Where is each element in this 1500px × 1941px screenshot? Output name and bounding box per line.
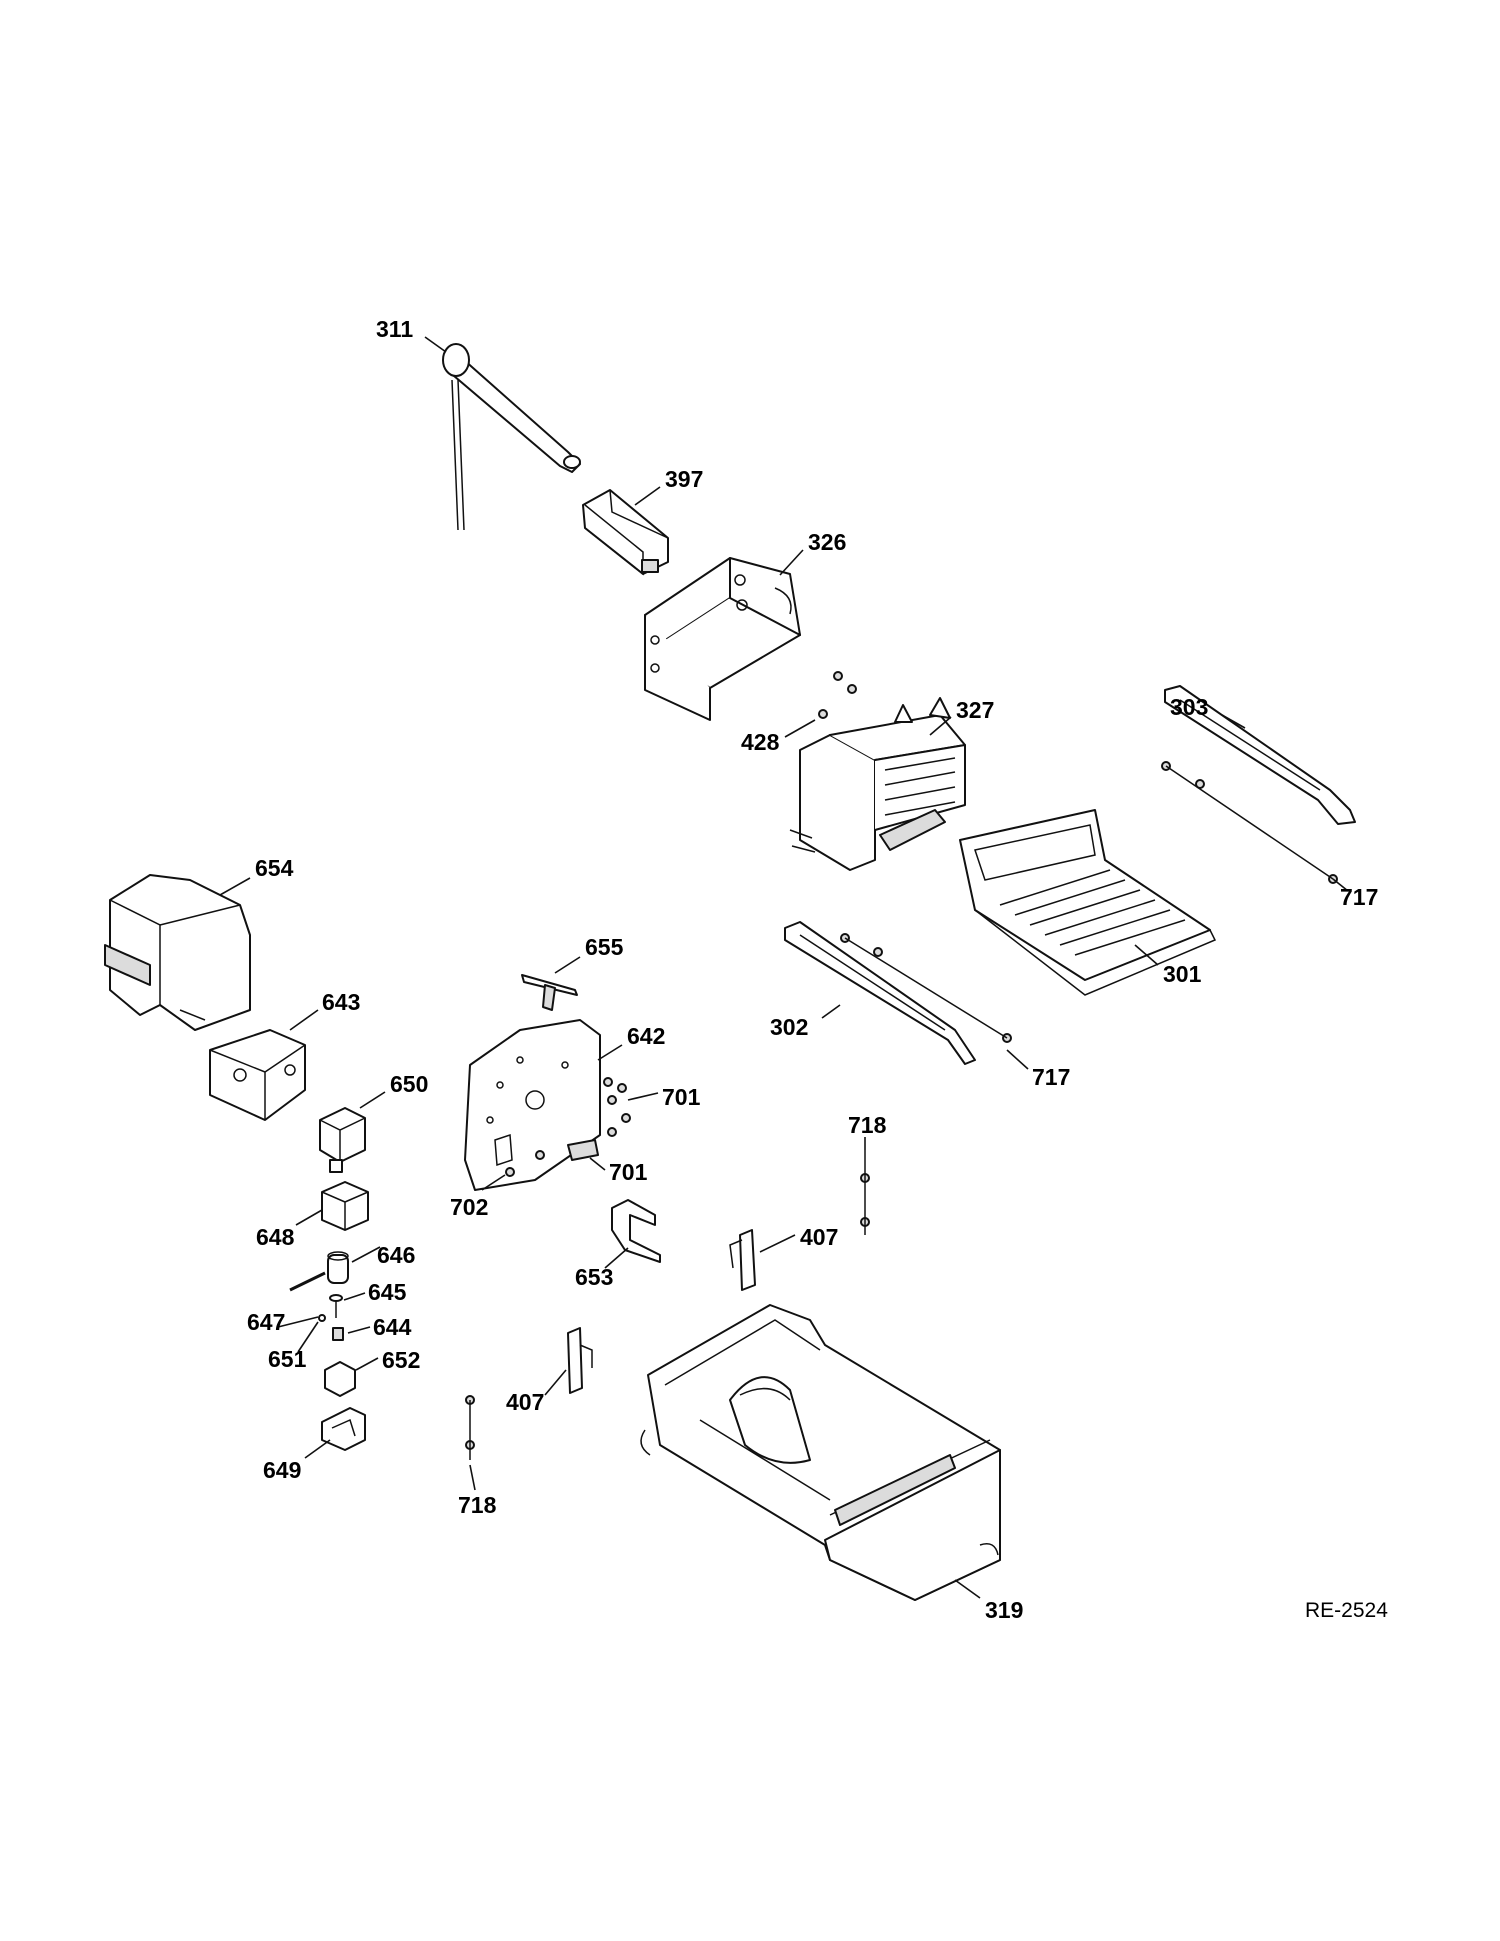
callout-644: 644 bbox=[373, 1314, 412, 1340]
callout-407-upper: 407 bbox=[800, 1224, 838, 1250]
part-326-bracket bbox=[644, 557, 801, 721]
callout-labels: 311 397 326 327 428 303 717 301 654 655 … bbox=[247, 316, 1378, 1623]
callout-642: 642 bbox=[627, 1023, 665, 1049]
part-302-left-rail bbox=[784, 921, 976, 1065]
part-645-shaft bbox=[329, 1294, 343, 1318]
callout-648: 648 bbox=[256, 1224, 295, 1250]
callout-319: 319 bbox=[985, 1597, 1023, 1623]
part-649-bracket bbox=[321, 1407, 366, 1451]
part-642-mounting-plate bbox=[464, 1019, 601, 1191]
callout-407-lower: 407 bbox=[506, 1389, 544, 1415]
part-644-spring bbox=[332, 1327, 344, 1341]
part-648-block bbox=[321, 1181, 369, 1231]
part-397-tube-holder bbox=[582, 489, 669, 576]
part-407-bracket-lower bbox=[567, 1327, 593, 1394]
reference-code: RE-2524 bbox=[1305, 1599, 1388, 1622]
callout-647: 647 bbox=[247, 1309, 285, 1335]
part-717-screws-lower bbox=[840, 933, 1012, 1043]
callout-397: 397 bbox=[665, 466, 703, 492]
callout-717-upper: 717 bbox=[1340, 884, 1378, 910]
part-311-fill-tube bbox=[442, 343, 581, 531]
callout-702: 702 bbox=[450, 1194, 488, 1220]
part-655-clip bbox=[521, 974, 578, 1011]
callout-311: 311 bbox=[376, 316, 413, 342]
part-651-washer bbox=[318, 1314, 326, 1322]
callout-653: 653 bbox=[575, 1264, 613, 1290]
part-702-screws bbox=[505, 1150, 545, 1177]
part-647-pin bbox=[289, 1271, 326, 1292]
part-646-bushing bbox=[327, 1251, 349, 1284]
callout-302: 302 bbox=[770, 1014, 808, 1040]
part-428-screws bbox=[818, 671, 857, 719]
callout-327: 327 bbox=[956, 697, 994, 723]
callout-718-upper: 718 bbox=[848, 1112, 887, 1138]
callout-655: 655 bbox=[585, 934, 624, 960]
part-301-tray bbox=[959, 809, 1217, 996]
callout-701-upper: 701 bbox=[662, 1084, 701, 1110]
part-327-ice-maker bbox=[789, 697, 966, 871]
callout-303: 303 bbox=[1170, 694, 1208, 720]
callout-301: 301 bbox=[1163, 961, 1202, 987]
part-303-right-rail bbox=[1164, 685, 1356, 825]
callout-654: 654 bbox=[255, 855, 294, 881]
callout-646: 646 bbox=[377, 1242, 415, 1268]
callout-717-lower: 717 bbox=[1032, 1064, 1070, 1090]
callout-643: 643 bbox=[322, 989, 360, 1015]
part-718-screws-upper bbox=[860, 1150, 870, 1235]
callout-652: 652 bbox=[382, 1347, 420, 1373]
part-654-cover bbox=[104, 874, 251, 1031]
part-643-motor bbox=[209, 1029, 306, 1121]
callout-718-lower: 718 bbox=[458, 1492, 497, 1518]
callout-428: 428 bbox=[741, 729, 780, 755]
part-653-clip bbox=[611, 1199, 661, 1263]
callout-650: 650 bbox=[390, 1071, 428, 1097]
callout-649: 649 bbox=[263, 1457, 301, 1483]
callout-701-lower: 701 bbox=[609, 1159, 648, 1185]
part-701-screws bbox=[567, 1077, 631, 1161]
callout-645: 645 bbox=[368, 1279, 407, 1305]
part-407-bracket-upper bbox=[729, 1229, 756, 1291]
part-652-holder bbox=[324, 1361, 356, 1397]
leader-lines bbox=[219, 336, 1349, 1599]
callout-651: 651 bbox=[268, 1346, 307, 1372]
callout-326: 326 bbox=[808, 529, 846, 555]
part-718-screws-lower bbox=[465, 1395, 475, 1460]
part-650-solenoid bbox=[319, 1107, 366, 1173]
part-319-ice-bucket bbox=[640, 1304, 1001, 1601]
